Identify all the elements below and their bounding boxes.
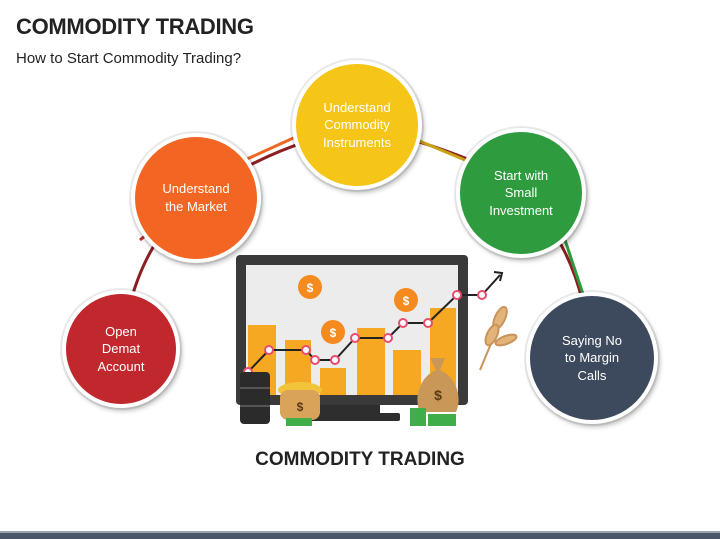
step-label: Understand Commodity Instruments: [323, 99, 391, 150]
money-bag-icon: $: [417, 358, 459, 412]
page-subtitle: How to Start Commodity Trading?: [16, 50, 242, 67]
oil-barrel-icon: [240, 372, 270, 424]
step-label: Open Demat Account: [97, 323, 145, 374]
step-label: Saying No to Margin Calls: [562, 332, 622, 383]
center-label: COMMODITY TRADING: [255, 449, 465, 470]
step-label: Understand the Market: [162, 181, 230, 214]
wheat-icon: [479, 305, 518, 371]
bar-chart-icon: [248, 308, 456, 395]
step-circle-understand-market: Understand the Market: [131, 133, 261, 263]
step-circle-no-margin-calls: Saying No to Margin Calls: [526, 292, 658, 424]
svg-text:$: $: [297, 400, 304, 414]
dollar-coin-icon: $ $ $: [298, 275, 418, 344]
svg-text:$: $: [307, 281, 314, 295]
footer-bar: [0, 531, 720, 539]
svg-text:$: $: [330, 326, 337, 340]
cash-stack-icon: [286, 408, 456, 426]
step-circle-open-demat-account: Open Demat Account: [62, 290, 180, 408]
svg-text:$: $: [434, 387, 442, 403]
step-circle-small-investment: Start with Small Investment: [456, 128, 586, 258]
step-label: Start with Small Investment: [489, 167, 553, 218]
page-title: COMMODITY TRADING: [16, 14, 254, 39]
gold-pot-icon: $: [278, 382, 322, 420]
step-circle-understand-instruments: Understand Commodity Instruments: [292, 60, 422, 190]
svg-text:$: $: [403, 294, 410, 308]
